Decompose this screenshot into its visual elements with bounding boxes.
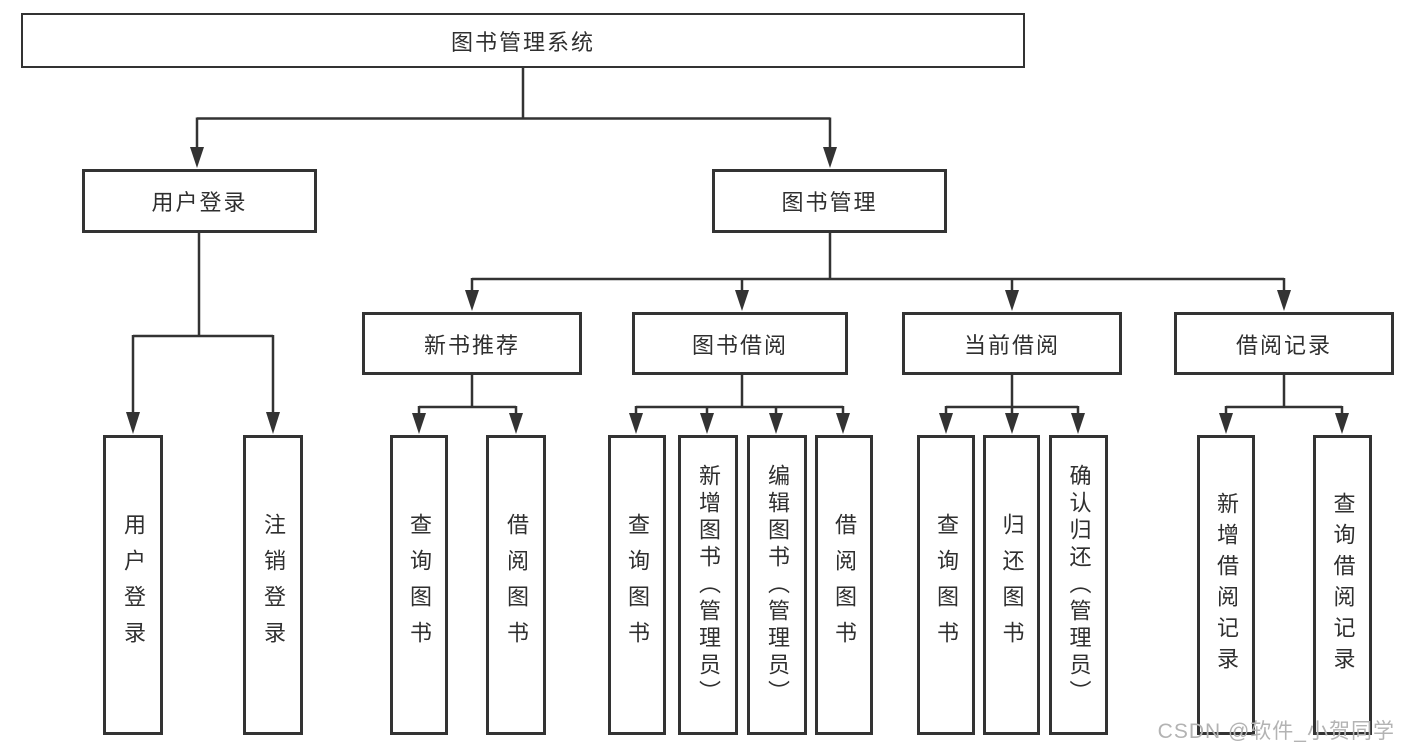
node-borrowing-records: 借阅记录 <box>1174 312 1394 375</box>
connector-borrowing-records <box>1224 375 1344 415</box>
arrowhead <box>126 412 140 434</box>
node-label: 用户登录 <box>151 190 248 215</box>
leaf-query-borrow-record: 查询借阅记录 <box>1313 435 1372 735</box>
leaf-query-books-current: 查询图书 <box>917 435 975 735</box>
node-current-borrowing: 当前借阅 <box>902 312 1122 375</box>
leaf-edit-books-admin: 编辑图书（管理员） <box>747 435 807 735</box>
arrowhead <box>190 147 204 168</box>
node-label: 借阅记录 <box>1235 332 1332 358</box>
node-label: 图书借阅 <box>691 332 788 358</box>
connector-root <box>195 68 832 150</box>
arrowhead <box>735 290 749 311</box>
arrowhead <box>629 413 643 434</box>
arrowhead <box>823 147 837 168</box>
leaf-user-login: 用户登录 <box>103 435 163 735</box>
connector-new-books <box>417 375 518 415</box>
arrowhead <box>1071 413 1085 434</box>
arrowhead <box>700 413 714 434</box>
arrowhead <box>465 290 479 311</box>
leaf-add-borrow-record: 新增借阅记录 <box>1197 435 1255 735</box>
arrowhead <box>1005 290 1019 311</box>
arrowhead <box>412 413 426 434</box>
leaf-query-books-borrowing: 查询图书 <box>608 435 666 735</box>
watermark: CSDN @软件_小贺同学 <box>1157 720 1395 743</box>
arrowhead <box>1335 413 1349 434</box>
node-label: 新书推荐 <box>423 332 520 358</box>
leaf-return-books: 归还图书 <box>983 435 1040 735</box>
leaf-query-books-recommend: 查询图书 <box>390 435 448 735</box>
node-book-management: 图书管理 <box>712 169 947 233</box>
arrowhead <box>1277 290 1291 311</box>
connector-current-borrowing <box>944 375 1080 415</box>
leaf-borrow-books-recommend: 借阅图书 <box>486 435 546 735</box>
arrowhead <box>266 412 280 434</box>
arrowhead <box>1005 413 1019 434</box>
connector-user-login <box>131 233 275 415</box>
connector-book-borrowing <box>634 375 845 415</box>
arrowhead <box>509 413 523 434</box>
arrowhead <box>836 413 850 434</box>
node-label: 图书管理 <box>781 190 878 215</box>
node-label: 图书管理系统 <box>450 29 595 55</box>
connector-book-management <box>470 233 1286 292</box>
leaf-add-books-admin: 新增图书（管理员） <box>678 435 738 735</box>
leaf-logout: 注销登录 <box>243 435 303 735</box>
node-library-management-system: 图书管理系统 <box>21 13 1025 68</box>
leaf-confirm-return-admin: 确认归还（管理员） <box>1049 435 1108 735</box>
arrowhead <box>939 413 953 434</box>
node-label: 当前借阅 <box>963 332 1060 358</box>
node-user-login: 用户登录 <box>82 169 317 233</box>
node-new-book-recommendation: 新书推荐 <box>362 312 582 375</box>
leaf-borrow-books-borrowing: 借阅图书 <box>815 435 873 735</box>
arrowhead <box>769 413 783 434</box>
arrowhead <box>1219 413 1233 434</box>
node-book-borrowing: 图书借阅 <box>632 312 848 375</box>
